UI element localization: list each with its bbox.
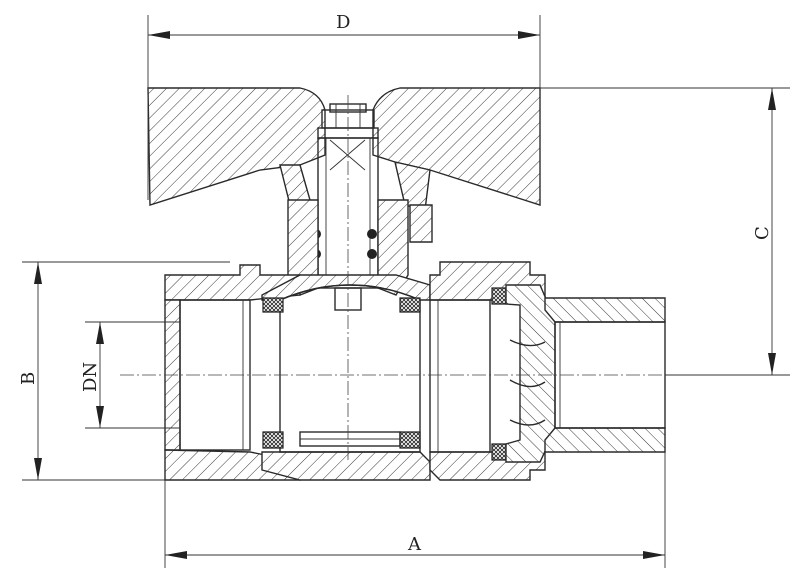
stem-o-rings (311, 229, 377, 259)
dimension-dn: DN (80, 321, 180, 429)
dimension-b: B (18, 261, 230, 481)
butterfly-handle (147, 87, 541, 243)
center-lines (120, 95, 680, 460)
valve-body (164, 261, 666, 481)
dimension-label-c: C (752, 226, 773, 240)
dimension-label-a: A (407, 534, 422, 555)
dimension-label-b: B (18, 372, 39, 385)
valve-neck (287, 199, 409, 296)
dimension-label-d: D (336, 12, 350, 33)
dimension-d: D (147, 12, 541, 200)
dimension-label-dn: DN (80, 362, 101, 392)
dimension-c: C (400, 87, 790, 376)
dimension-a: A (164, 452, 666, 568)
